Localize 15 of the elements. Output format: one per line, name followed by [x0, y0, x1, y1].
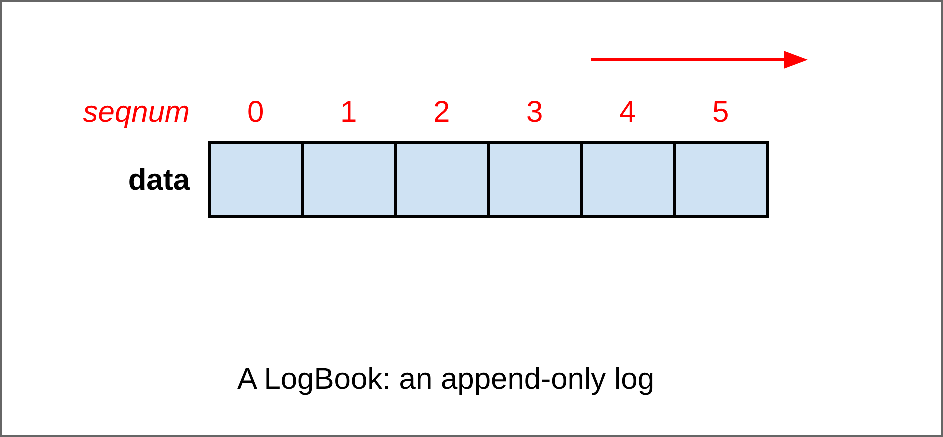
index-number: 4 [620, 95, 636, 131]
index-number: 2 [434, 95, 450, 131]
array-cell [394, 141, 490, 218]
axis-label: seqnum [83, 95, 190, 131]
array-cell [580, 141, 676, 218]
caption: A LogBook: an append-only log [238, 362, 654, 398]
index-number: 3 [526, 95, 544, 131]
array-cell [673, 141, 769, 218]
index-number: 1 [340, 95, 358, 131]
array-cell [208, 141, 304, 218]
index-number: 0 [248, 95, 264, 131]
row-label: data [128, 163, 190, 199]
array-cell [487, 141, 583, 218]
array-cell [301, 141, 397, 218]
index-number: 5 [712, 95, 730, 131]
